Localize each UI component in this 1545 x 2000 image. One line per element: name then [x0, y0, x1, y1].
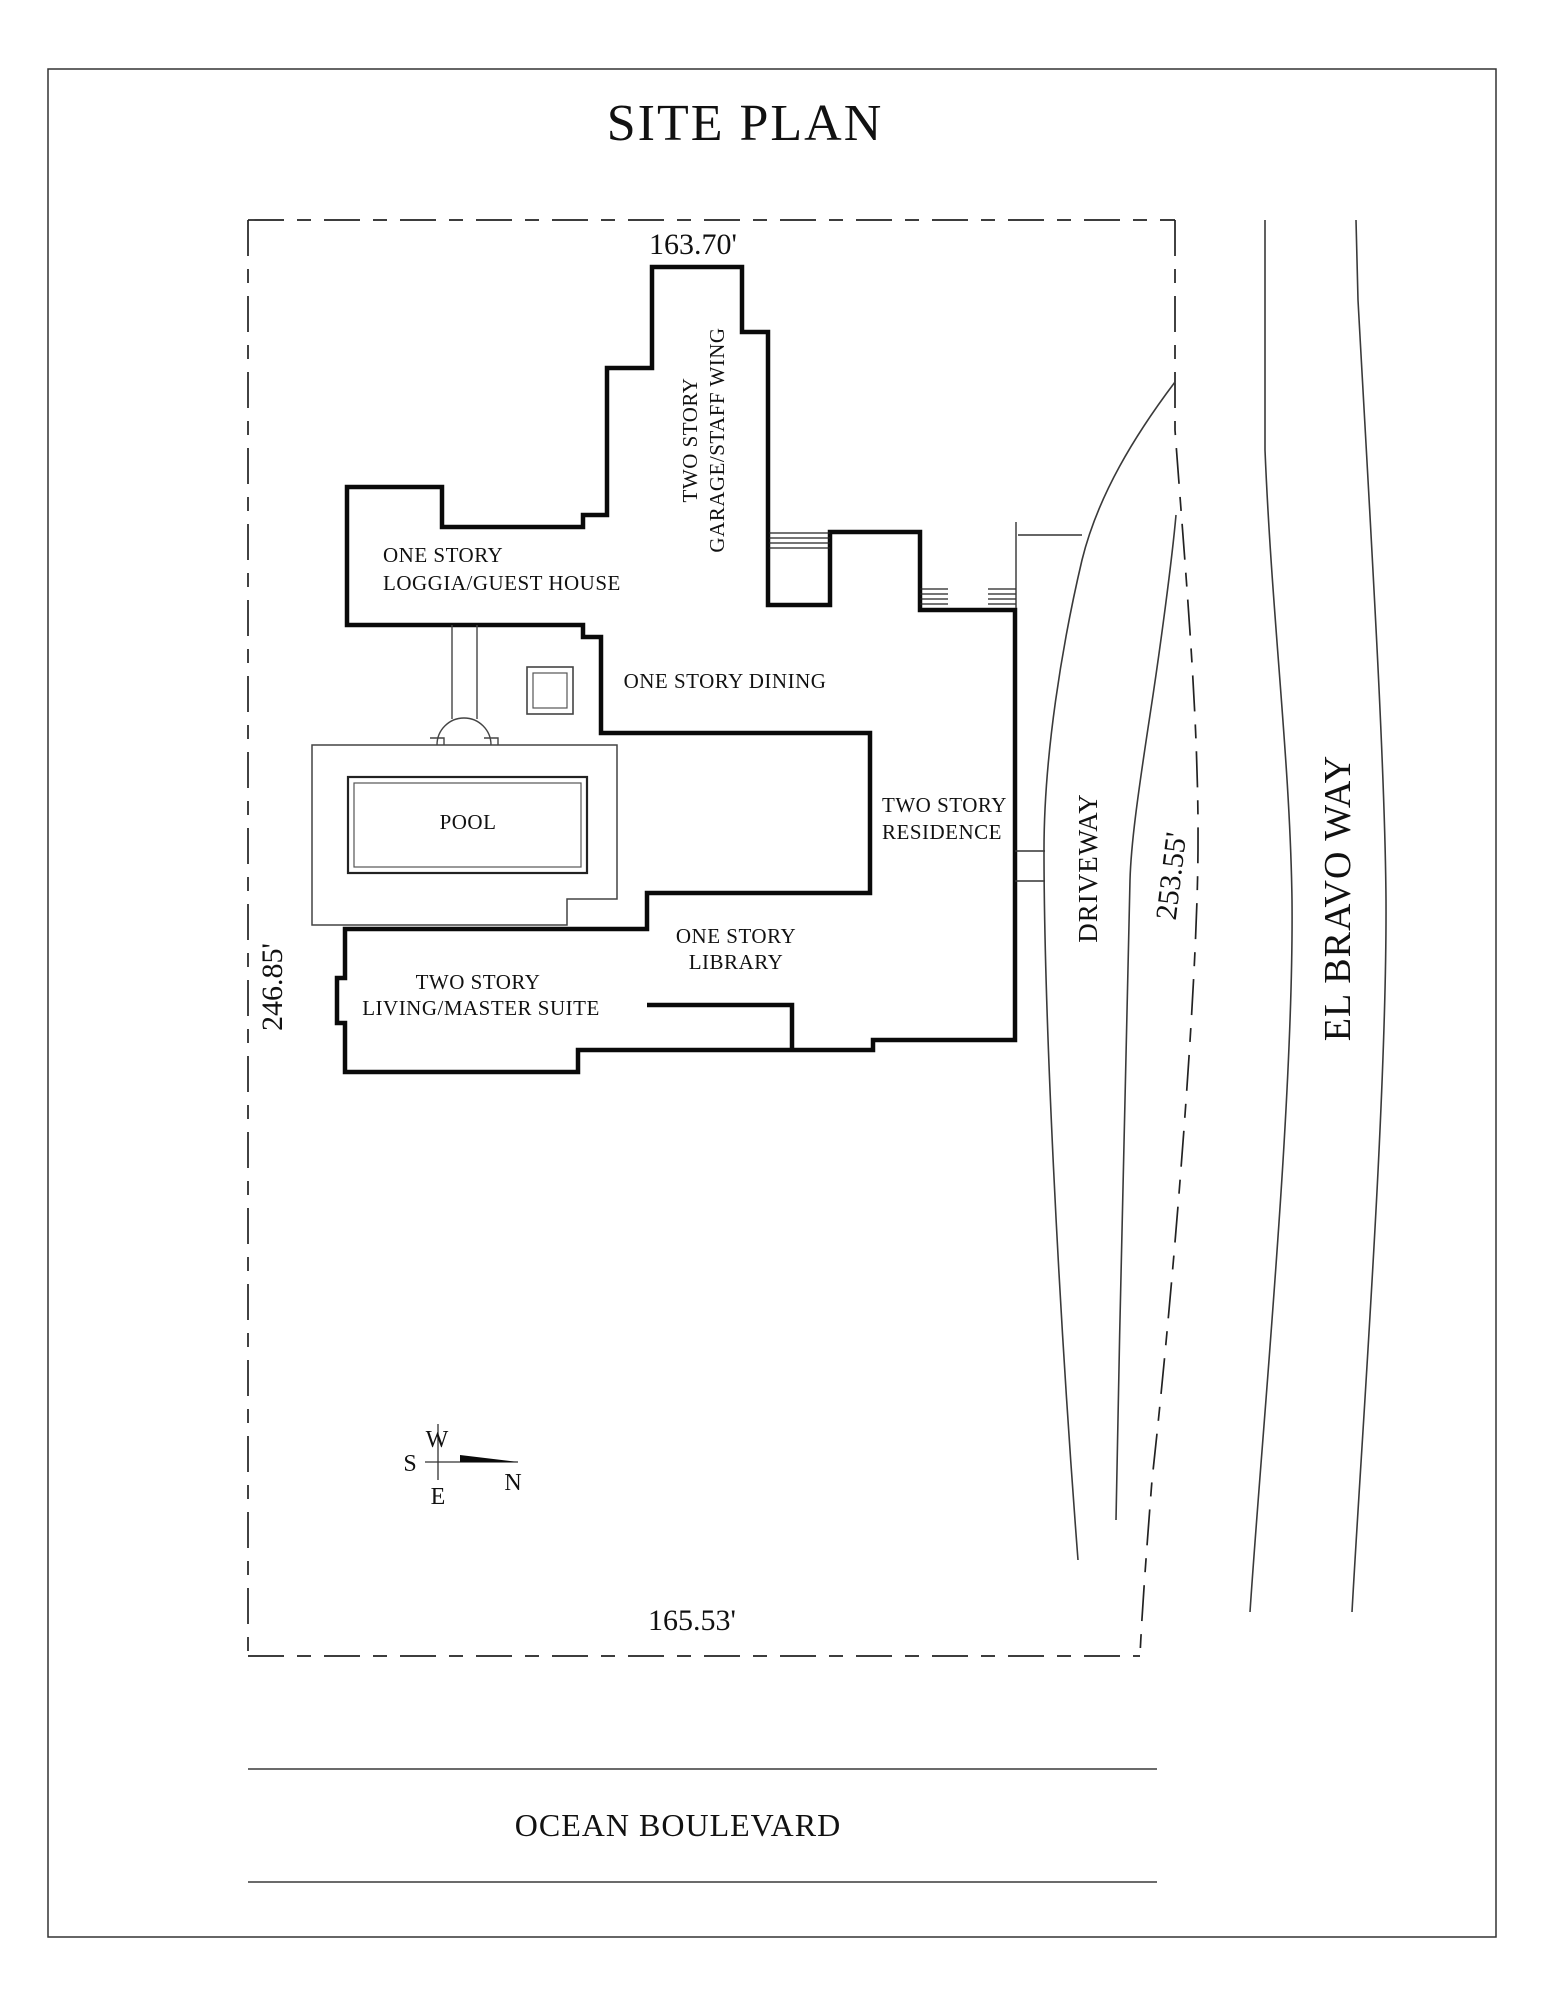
compass-rose: W S E N [403, 1424, 522, 1510]
page-border [47, 68, 1497, 1938]
label-el-bravo-way: EL BRAVO WAY [1317, 755, 1359, 1042]
el-bravo-way-edges [1249, 219, 1387, 1613]
el-bravo-east-edge [1351, 219, 1387, 1613]
courtyard-square-outer [526, 666, 574, 715]
building-footprint-outline [334, 264, 1018, 1075]
boundary-east-curve [1139, 220, 1199, 1657]
label-pool: POOL [440, 810, 497, 834]
fountain-shoulders [430, 737, 499, 745]
driveway-edges [1043, 381, 1177, 1561]
courtyard-square-inner [532, 672, 568, 709]
label-driveway: DRIVEWAY [1073, 793, 1103, 943]
stairs-east-terrace-right [988, 588, 1016, 605]
dimension-north: 163.70' [649, 228, 737, 261]
property-boundary [247, 219, 1199, 1657]
library-south-edge [647, 1002, 795, 1050]
pool-inner-edge [353, 782, 582, 868]
driveway-west-edge [1043, 381, 1176, 1561]
compass-south-label: S [403, 1451, 416, 1477]
dimension-west: 246.85' [256, 943, 289, 1031]
label-library-line2: LIBRARY [689, 950, 784, 974]
stairs-east-terrace-left [920, 588, 948, 605]
pool-deck-outline [311, 744, 618, 926]
stairs-garage-courtyard [769, 532, 830, 549]
label-living-line2: LIVING/MASTER SUITE [362, 996, 600, 1020]
label-living-line1: TWO STORY [416, 970, 541, 994]
page-title: SITE PLAN [607, 95, 884, 152]
compass-west-label: W [426, 1427, 449, 1453]
compass-east-label: E [431, 1484, 446, 1510]
fountain-arc [436, 717, 492, 746]
label-garage-line2: GARAGE/STAFF WING [705, 327, 729, 552]
dimension-south: 165.53' [648, 1604, 736, 1637]
driveway-east-edge [1115, 514, 1177, 1521]
label-residence-line2: RESIDENCE [882, 820, 1002, 844]
pool-outer-edge [346, 775, 589, 875]
label-loggia-line1: ONE STORY [383, 543, 503, 567]
compass-north-label: N [504, 1470, 521, 1496]
label-garage-line1: TWO STORY [678, 378, 702, 503]
label-dining: ONE STORY DINING [624, 669, 827, 693]
building-labels: TWO STORY GARAGE/STAFF WING ONE STORY LO… [362, 327, 1007, 1020]
compass-north-arrow-icon [460, 1455, 518, 1462]
el-bravo-west-edge [1249, 220, 1293, 1613]
dimension-east: 253.55' [1150, 830, 1193, 921]
label-residence-line1: TWO STORY [882, 793, 1007, 817]
label-library-line1: ONE STORY [676, 924, 796, 948]
label-ocean-boulevard: OCEAN BOULEVARD [515, 1807, 841, 1843]
label-loggia-line2: LOGGIA/GUEST HOUSE [383, 571, 621, 595]
ocean-boulevard-edges [248, 1768, 1157, 1883]
